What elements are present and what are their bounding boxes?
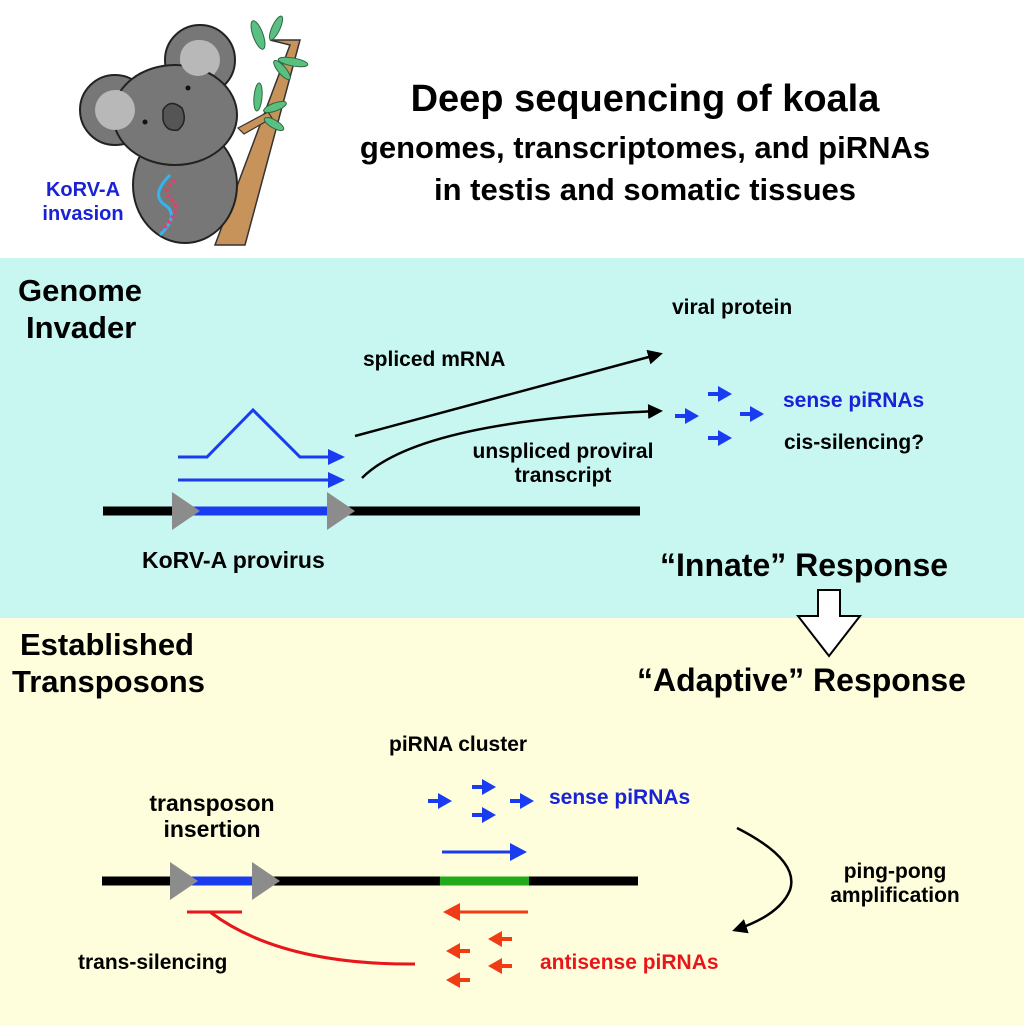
ping-pong-amplification-label: ping-pong amplification — [830, 860, 960, 908]
viral-protein-label: viral protein — [672, 296, 793, 319]
korv-invasion-label: KoRV-A invasion — [42, 179, 124, 225]
ltr-right-icon — [252, 862, 280, 900]
section-title-established-transposons: Established Transposons — [12, 627, 205, 700]
provirus-diagram — [103, 349, 663, 530]
arrowhead-icon — [328, 449, 345, 465]
adaptive-sense-pirna-arrows — [428, 779, 534, 823]
innate-response-label: “Innate” Response — [660, 547, 949, 583]
korv-provirus-label: KoRV-A provirus — [142, 547, 325, 573]
antisense-pirnas-label: antisense piRNAs — [540, 951, 719, 974]
innate-response-panel — [0, 258, 1024, 618]
ping-pong-arrow — [732, 826, 793, 934]
sense-pirna-arrow-icon — [472, 779, 496, 795]
antisense-pirna-arrow-icon — [488, 958, 512, 974]
arrowhead-icon — [328, 472, 345, 488]
sense-pirna-arrow-icon — [675, 408, 699, 424]
sense-pirna-arrow-icon — [510, 793, 534, 809]
eucalyptus-leaves-icon — [250, 15, 309, 131]
sense-pirna-arrow-icon — [708, 430, 732, 446]
antisense-pirna-arrow-icon — [446, 972, 470, 988]
arrowhead-icon — [443, 903, 460, 921]
unspliced-transcript-label: unspliced proviral transcript — [472, 440, 654, 488]
sense-pirna-arrow-icon — [740, 406, 764, 422]
title-line-1: Deep sequencing of koala — [410, 78, 880, 120]
pirna-cluster-label: piRNA cluster — [389, 733, 528, 756]
arrowhead-icon — [510, 843, 527, 861]
trans-silencing-label: trans-silencing — [78, 951, 228, 974]
trans-silencing-arc — [209, 910, 416, 966]
ltr-left-icon — [172, 492, 200, 530]
adaptive-response-label: “Adaptive” Response — [637, 662, 966, 698]
sense-pirna-arrow-icon — [472, 807, 496, 823]
antisense-pirna-arrow-icon — [488, 931, 512, 947]
adaptive-response-panel — [0, 618, 1024, 1026]
spliced-mrna-label: spliced mRNA — [363, 348, 506, 371]
cis-silencing-label: cis-silencing? — [784, 431, 925, 454]
title-line-2: genomes, transcriptomes, and piRNAs — [359, 130, 931, 165]
ltr-right-icon — [327, 492, 355, 530]
sense-pirna-arrow-icon — [708, 386, 732, 402]
adaptive-sense-pirnas-label: sense piRNAs — [549, 786, 691, 809]
koala-nose — [162, 102, 185, 132]
spliced-transcript — [178, 407, 330, 459]
innate-sense-pirna-arrows — [675, 386, 764, 446]
innate-to-adaptive-arrow-icon — [795, 589, 863, 658]
title-line-3: in testis and somatic tissues — [433, 172, 857, 207]
ltr-left-icon — [170, 862, 198, 900]
dna-helix-icon — [157, 173, 178, 237]
antisense-pirna-arrows — [446, 931, 512, 988]
transposon-cluster-diagram — [102, 826, 793, 966]
innate-sense-pirnas-label: sense piRNAs — [783, 389, 925, 412]
unspliced-to-pirna-arrow — [361, 403, 663, 479]
section-title-genome-invader: Genome Invader — [18, 273, 143, 346]
spliced-to-protein-arrow — [354, 349, 663, 438]
transposon-insertion-label: transposon insertion — [149, 790, 275, 843]
sense-pirna-arrow-icon — [428, 793, 452, 809]
koala-illustration — [79, 15, 309, 246]
antisense-pirna-arrow-icon — [446, 943, 470, 959]
